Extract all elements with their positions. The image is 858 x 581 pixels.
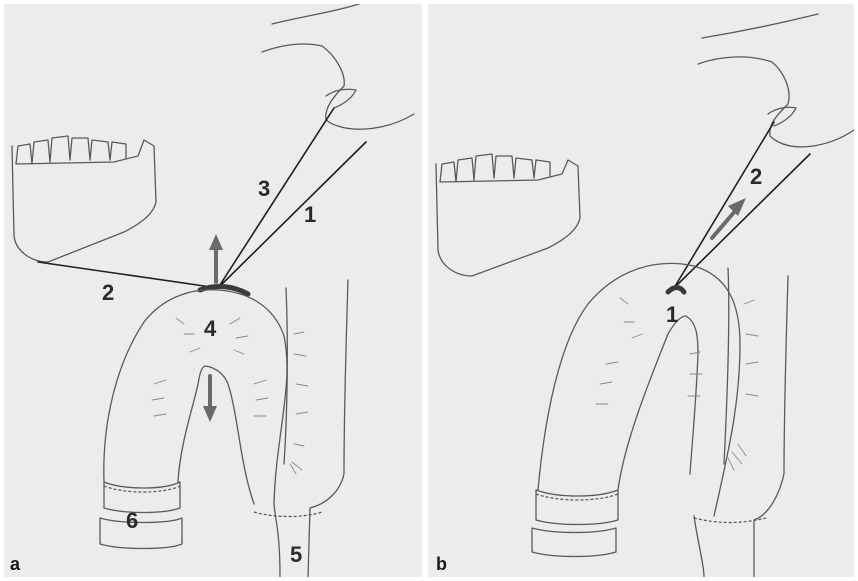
mandible bbox=[436, 160, 580, 276]
panel-a: 1 2 3 4 5 6 a bbox=[4, 4, 422, 577]
ring-suture-1 bbox=[536, 494, 618, 500]
up-arrowhead bbox=[209, 234, 223, 250]
suture-line-2 bbox=[38, 262, 218, 288]
label-2: 2 bbox=[102, 280, 114, 305]
panel-b-drawing: 1 2 b bbox=[428, 4, 854, 577]
teeth bbox=[440, 154, 550, 182]
suture-line-1 bbox=[218, 142, 366, 288]
label-2: 2 bbox=[750, 164, 762, 189]
esophagus bbox=[274, 280, 348, 577]
esophagus bbox=[694, 268, 788, 577]
jejunal-ring bbox=[100, 518, 182, 549]
teeth bbox=[16, 136, 126, 164]
suture-line-3 bbox=[218, 108, 334, 288]
label-5: 5 bbox=[290, 542, 302, 567]
panel-a-drawing: 1 2 3 4 5 6 a bbox=[4, 4, 422, 577]
jejunal-ring bbox=[532, 528, 616, 557]
styloid-process bbox=[326, 89, 356, 108]
skull-outline bbox=[262, 4, 414, 129]
down-arrowhead bbox=[203, 406, 217, 422]
bowel-end bbox=[536, 490, 618, 525]
label-6: 6 bbox=[126, 508, 138, 533]
skull-outline bbox=[698, 14, 854, 147]
bowel-end bbox=[104, 482, 180, 513]
label-1: 1 bbox=[304, 202, 316, 227]
diagonal-arrow bbox=[712, 210, 736, 238]
ring-suture-1 bbox=[104, 486, 180, 492]
panel-b-letter: b bbox=[436, 554, 447, 574]
panel-b: 1 2 b bbox=[428, 4, 854, 577]
label-3: 3 bbox=[258, 176, 270, 201]
attachment-mark bbox=[668, 288, 684, 293]
mandible bbox=[12, 140, 156, 262]
panel-a-letter: a bbox=[10, 554, 21, 574]
label-4: 4 bbox=[204, 316, 217, 341]
intestinal-loop bbox=[104, 290, 287, 504]
ring-suture-2 bbox=[254, 512, 322, 517]
label-1: 1 bbox=[666, 302, 678, 327]
intestinal-loop bbox=[538, 263, 740, 516]
ring-suture-2 bbox=[694, 518, 766, 523]
